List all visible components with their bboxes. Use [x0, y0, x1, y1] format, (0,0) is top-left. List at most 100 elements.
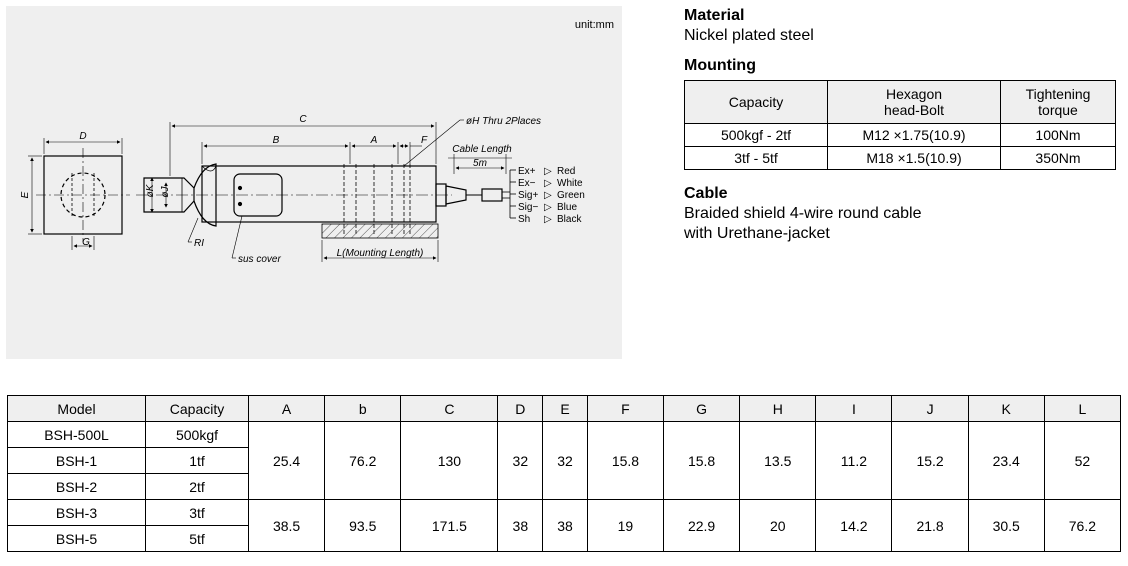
spec-info: Material Nickel plated steel Mounting Ca… — [684, 6, 1124, 244]
wire-color: Red — [557, 166, 575, 177]
table-header-row: Model Capacity A b C D E F G H I J K L — [7, 395, 1122, 422]
wire-list: Ex+ ▷ Red Ex− ▷ White Sig+ ▷ Green Sig− … — [518, 166, 585, 225]
cable-heading: Cable — [684, 185, 728, 202]
dim-label-d: D — [79, 131, 86, 142]
unit-label: unit:mm — [575, 19, 614, 31]
cell: 21.8 — [891, 499, 969, 552]
header-cell: C — [400, 395, 499, 422]
cell: 23.4 — [967, 421, 1045, 500]
wire-arrow-icon: ▷ — [544, 166, 552, 177]
cell: M12 ×1.75(10.9) — [827, 123, 1001, 147]
dim-label-b: B — [273, 135, 280, 146]
cell: 52 — [1043, 421, 1122, 500]
technical-drawing: unit:mm D E G — [6, 6, 622, 359]
header-cell: Capacity — [145, 395, 249, 422]
model-cell: BSH-3 — [7, 499, 146, 526]
cell: 100Nm — [1000, 123, 1116, 147]
table-row: BSH-500L 500kgf 25.4 76.2 130 32 32 15.8… — [7, 421, 1122, 500]
end-view — [28, 138, 130, 250]
cell: 15.8 — [663, 421, 741, 500]
capacity-cell: 5tf — [145, 525, 249, 552]
mounting-length-label: L(Mounting Length) — [337, 248, 424, 259]
cell: 38 — [497, 499, 544, 552]
capacity-cell: 2tf — [145, 473, 249, 500]
wire-signal: Sig− — [518, 202, 538, 213]
cell: 13.5 — [739, 421, 817, 500]
load-cell-dimension-drawing: unit:mm D E G — [20, 19, 614, 265]
capacity-cell: 500kgf — [145, 421, 249, 448]
wire-signal: Ex− — [518, 178, 536, 189]
cell: 32 — [497, 421, 544, 500]
header-cell: J — [891, 395, 969, 422]
dimension-lines — [150, 119, 512, 262]
wire-color: Green — [557, 190, 585, 201]
header-cell: E — [542, 395, 588, 422]
table-row: 500kgf - 2tf M12 ×1.75(10.9) 100Nm — [684, 123, 1116, 147]
capacity-cell: 3tf — [145, 499, 249, 526]
model-cell: BSH-500L — [7, 421, 146, 448]
cell: 350Nm — [1000, 146, 1116, 170]
material-text: Nickel plated steel — [684, 27, 814, 44]
hole-label: øH Thru 2Places — [466, 116, 541, 127]
header-cell: F — [586, 395, 665, 422]
wire-color: Black — [557, 214, 582, 225]
table-row: BSH-1 1tf — [7, 447, 1121, 474]
dim-label-j: øJ — [160, 185, 171, 197]
wire-signal: Sig+ — [518, 190, 538, 201]
wire-arrow-icon: ▷ — [544, 202, 552, 213]
cell: 25.4 — [247, 421, 326, 500]
cable-line-1: Braided shield 4-wire round cable — [684, 205, 922, 222]
header-cell: L — [1043, 395, 1122, 422]
dim-label-f: F — [421, 135, 428, 146]
dim-label-k: øK — [145, 183, 156, 197]
table-row: BSH-5 5tf — [7, 525, 1121, 552]
header-cell: A — [247, 395, 326, 422]
dim-label-e: E — [20, 191, 31, 198]
cable-line-2: with Urethane-jacket — [684, 225, 830, 242]
wire-arrow-icon: ▷ — [544, 190, 552, 201]
cell: 76.2 — [1043, 499, 1122, 552]
wire-color: Blue — [557, 202, 577, 213]
mounting-block — [321, 223, 439, 239]
cell: 93.5 — [324, 499, 402, 552]
header-capacity: Capacity — [684, 80, 828, 124]
header-cell: K — [967, 395, 1045, 422]
cable-length-label: Cable Length — [452, 144, 512, 155]
cell: 15.8 — [586, 421, 665, 500]
header-cell: Model — [7, 395, 146, 422]
sus-cover-label: sus cover — [238, 254, 281, 265]
table-row: BSH-2 2tf — [7, 473, 1121, 500]
cell: 130 — [400, 421, 499, 500]
capacity-cell: 1tf — [145, 447, 249, 474]
cell: 11.2 — [815, 421, 893, 500]
cell: 32 — [542, 421, 588, 500]
wire-signal: Sh — [518, 214, 530, 225]
header-cell: I — [815, 395, 893, 422]
cell: 19 — [586, 499, 665, 552]
cable-5m-label: 5m — [473, 158, 487, 169]
wire-signal: Ex+ — [518, 166, 536, 177]
model-cell: BSH-1 — [7, 447, 146, 474]
wire-arrow-icon: ▷ — [544, 178, 552, 189]
dimension-table: Model Capacity A b C D E F G H I J K L B… — [7, 395, 1122, 552]
cell: 171.5 — [400, 499, 499, 552]
cell: 30.5 — [967, 499, 1045, 552]
cell: 14.2 — [815, 499, 893, 552]
header-cell: G — [663, 395, 741, 422]
cell: 20 — [739, 499, 817, 552]
dim-label-c: C — [299, 114, 307, 125]
side-view — [136, 163, 516, 234]
cell: 76.2 — [324, 421, 402, 500]
cell: 3tf - 5tf — [684, 146, 828, 170]
radius-label: RI — [194, 238, 204, 249]
dim-label-g: G — [82, 237, 90, 248]
cell: 22.9 — [663, 499, 741, 552]
cell: 38 — [542, 499, 588, 552]
wire-arrow-icon: ▷ — [544, 214, 552, 225]
mounting-heading: Mounting — [684, 57, 756, 74]
wire-color: White — [557, 178, 583, 189]
